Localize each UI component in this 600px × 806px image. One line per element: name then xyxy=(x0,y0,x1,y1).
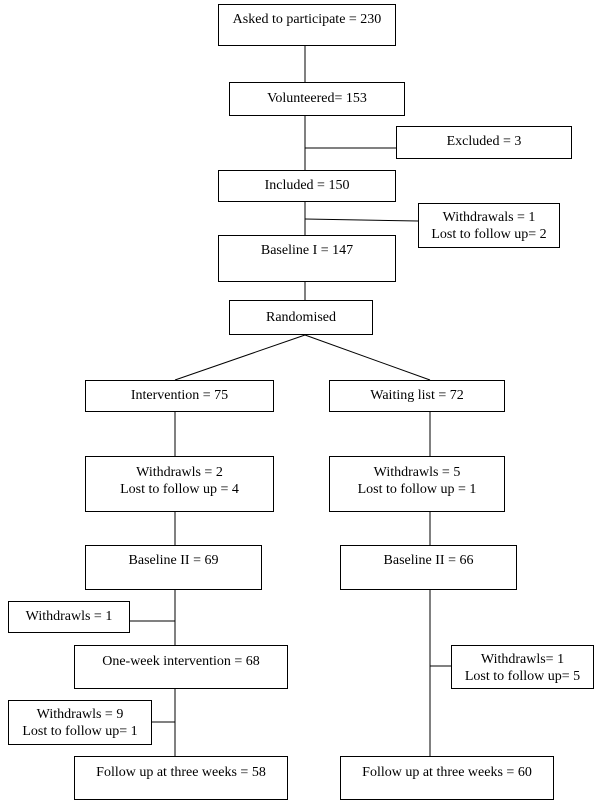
intervention-group-box: Intervention = 75 xyxy=(85,380,274,412)
included-label: Included = 150 xyxy=(264,178,350,193)
intervention-withdrawals-b-box: Withdrawls = 1 xyxy=(8,601,130,633)
connector-line xyxy=(304,334,431,381)
lost-to-follow-up-label: Lost to follow up = 1 xyxy=(357,482,477,497)
intervention-followup-box: Follow up at three weeks = 58 xyxy=(74,756,288,800)
intervention-baseline-two-box: Baseline II = 69 xyxy=(85,545,262,590)
asked-to-participate-box: Asked to participate = 230 xyxy=(218,4,396,46)
baseline-one-label: Baseline I = 147 xyxy=(260,243,354,258)
waiting-list-group-label: Waiting list = 72 xyxy=(370,388,464,403)
included-box: Included = 150 xyxy=(218,170,396,202)
lost-to-follow-up-label: Lost to follow up= 2 xyxy=(431,227,547,242)
one-week-intervention-label: One-week intervention = 68 xyxy=(102,654,260,669)
waiting-followup-box: Follow up at three weeks = 60 xyxy=(340,756,554,800)
volunteered-box: Volunteered= 153 xyxy=(229,82,405,116)
baseline-one-box: Baseline I = 147 xyxy=(218,235,396,282)
excluded-box: Excluded = 3 xyxy=(396,126,572,159)
followup-label: Follow up at three weeks = 58 xyxy=(96,765,266,780)
lost-to-follow-up-label: Lost to follow up= 1 xyxy=(22,724,138,739)
withdrawals-label: Withdrawls = 5 xyxy=(373,465,461,480)
withdrawals-label: Withdrawls= 1 xyxy=(480,652,565,667)
connector-line xyxy=(174,334,306,381)
withdrawals-label: Withdrawls = 9 xyxy=(36,707,124,722)
one-week-intervention-box: One-week intervention = 68 xyxy=(74,645,288,689)
withdrawals-label: Withdrawls = 2 xyxy=(136,465,223,480)
waiting-baseline-two-box: Baseline II = 66 xyxy=(340,545,517,590)
intervention-group-label: Intervention = 75 xyxy=(130,388,229,403)
connector-line xyxy=(304,218,419,222)
intervention-withdrawals-c-box: Withdrawls = 9 Lost to follow up= 1 xyxy=(8,700,152,745)
waiting-list-group-box: Waiting list = 72 xyxy=(329,380,505,412)
early-withdrawals-box: Withdrawals = 1 Lost to follow up= 2 xyxy=(418,203,560,248)
baseline-two-label: Baseline II = 66 xyxy=(383,553,474,568)
randomised-box: Randomised xyxy=(229,300,373,335)
withdrawals-label: Withdrawals = 1 xyxy=(442,210,536,225)
lost-to-follow-up-label: Lost to follow up= 5 xyxy=(464,669,581,684)
waiting-withdrawals-b-box: Withdrawls= 1 Lost to follow up= 5 xyxy=(451,645,594,689)
asked-to-participate-label: Asked to participate = 230 xyxy=(232,12,382,27)
randomised-label: Randomised xyxy=(266,310,336,325)
excluded-label: Excluded = 3 xyxy=(446,134,522,149)
lost-to-follow-up-label: Lost to follow up = 4 xyxy=(120,482,239,497)
intervention-withdrawals-box: Withdrawls = 2 Lost to follow up = 4 xyxy=(85,456,274,512)
waiting-withdrawals-box: Withdrawls = 5 Lost to follow up = 1 xyxy=(329,456,505,512)
withdrawals-label: Withdrawls = 1 xyxy=(25,609,113,624)
baseline-two-label: Baseline II = 69 xyxy=(128,553,219,568)
volunteered-label: Volunteered= 153 xyxy=(267,91,367,106)
followup-label: Follow up at three weeks = 60 xyxy=(362,765,532,780)
